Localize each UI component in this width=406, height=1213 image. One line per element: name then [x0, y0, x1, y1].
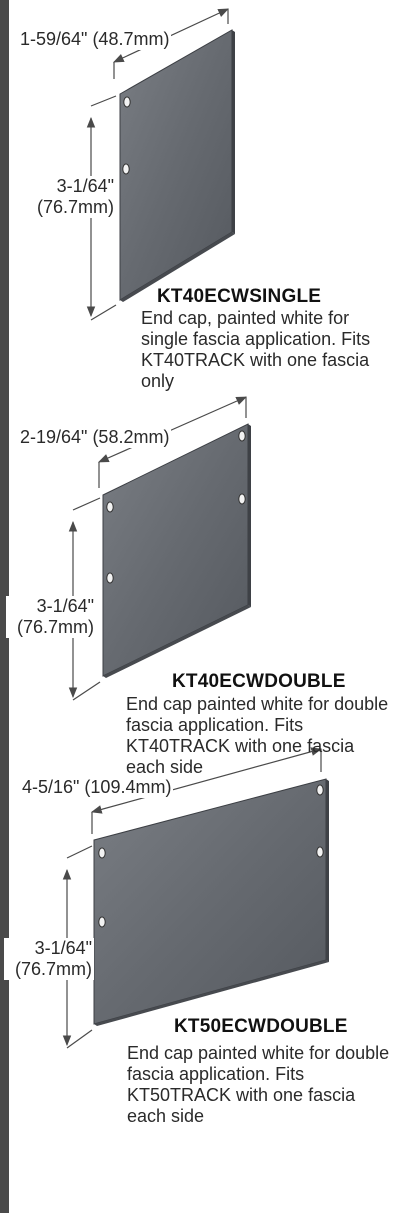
- height-dimension-value: 3-1/64": [34, 938, 92, 958]
- product-code: KT40ECWDOUBLE: [172, 671, 346, 692]
- mounting-hole-icon: [316, 846, 324, 858]
- product-description: End cap painted white for double fascia …: [127, 1043, 390, 1126]
- product-description: End cap, painted white for single fascia…: [141, 308, 371, 391]
- height-dimension-label: 3-1/64" (76.7mm): [4, 938, 94, 980]
- mounting-hole-icon: [98, 847, 106, 859]
- mounting-hole-icon: [106, 572, 114, 584]
- width-dimension-label: 2-19/64" (58.2mm): [18, 426, 172, 448]
- end-cap-plate-1: [119, 29, 235, 302]
- height-dimension-label: 3-1/64" (76.7mm): [20, 176, 116, 218]
- mounting-hole-icon: [316, 784, 324, 796]
- mounting-hole-icon: [98, 916, 106, 928]
- mounting-hole-icon: [238, 493, 246, 505]
- product-code: KT50ECWDOUBLE: [174, 1016, 348, 1037]
- height-dimension-value: 3-1/64": [36, 596, 94, 616]
- product-description: End cap painted white for double fascia …: [126, 694, 389, 777]
- width-dimension-label: 1-59/64" (48.7mm): [18, 28, 172, 50]
- mounting-hole-icon: [238, 430, 246, 442]
- page-side-bar: [0, 0, 9, 1213]
- width-dimension-label: 4-5/16" (109.4mm): [20, 776, 174, 798]
- height-dimension-metric: (76.7mm): [36, 197, 114, 217]
- end-cap-plate-3: [93, 778, 329, 1026]
- height-dimension-label: 3-1/64" (76.7mm): [6, 596, 96, 638]
- end-cap-plate-2: [102, 423, 251, 678]
- product-code: KT40ECWSINGLE: [157, 286, 322, 307]
- height-dimension-metric: (76.7mm): [16, 617, 94, 637]
- height-dimension-value: 3-1/64": [56, 176, 114, 196]
- mounting-hole-icon: [123, 96, 131, 108]
- height-dimension-metric: (76.7mm): [14, 959, 92, 979]
- mounting-hole-icon: [122, 163, 130, 175]
- mounting-hole-icon: [106, 501, 114, 513]
